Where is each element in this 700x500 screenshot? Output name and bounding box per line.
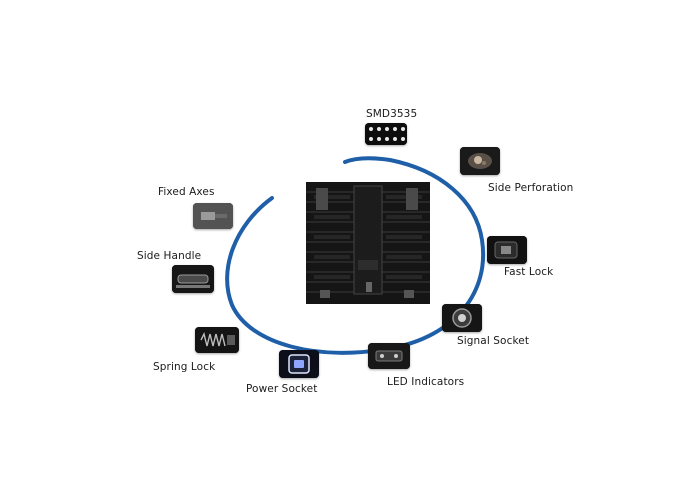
fixed-axes-thumbnail — [193, 203, 233, 229]
label-signal-socket: Signal Socket — [457, 335, 530, 347]
led-module-icon — [365, 123, 407, 145]
label-power-socket: Power Socket — [246, 383, 318, 395]
label-led-indicators: LED Indicators — [387, 376, 465, 388]
label-fast-lock: Fast Lock — [504, 266, 554, 278]
spring-lock-thumbnail — [195, 327, 239, 353]
fast-lock-thumbnail — [487, 236, 527, 264]
signal-socket-thumbnail — [442, 304, 482, 332]
smd-thumbnail — [365, 123, 407, 145]
label-spring-lock: Spring Lock — [153, 361, 216, 373]
perforation-icon — [460, 147, 500, 175]
label-side-handle: Side Handle — [137, 250, 202, 262]
label-side-perforation: Side Perforation — [488, 182, 574, 194]
socket-icon — [442, 304, 482, 332]
spring-icon — [195, 327, 239, 353]
led-indicators-thumbnail — [368, 343, 410, 369]
axis-icon — [193, 203, 233, 229]
side-perforation-thumbnail — [460, 147, 500, 175]
lock-icon — [487, 236, 527, 264]
label-smd3535: SMD3535 — [366, 108, 418, 120]
label-fixed-axes: Fixed Axes — [158, 186, 215, 198]
power-socket-thumbnail — [279, 350, 319, 378]
handle-icon — [172, 265, 214, 293]
indicator-icon — [368, 343, 410, 369]
side-handle-thumbnail — [172, 265, 214, 293]
power-icon — [279, 350, 319, 378]
ring-stroke — [225, 156, 486, 355]
led-cabinet — [306, 182, 430, 304]
